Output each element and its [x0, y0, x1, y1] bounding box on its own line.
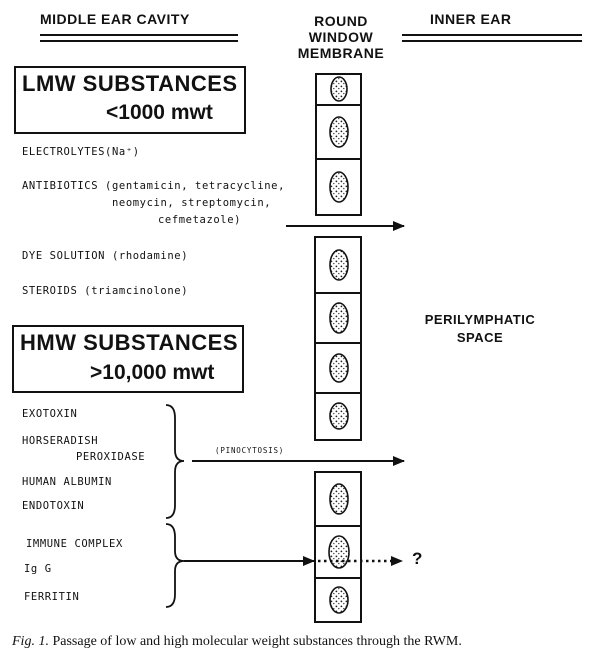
lmw-item-antibiotics-line-1: ANTIBIOTICS (gentamicin, tetracycline,	[22, 180, 286, 192]
hmw-lower-bracket	[165, 523, 185, 608]
hmw-item-peroxidase: PEROXIDASE	[76, 451, 146, 463]
hmw-item-endotoxin: ENDOTOXIN	[22, 500, 85, 512]
hmw-item-human-albumin: HUMAN ALBUMIN	[22, 476, 112, 488]
rwm-heading-line-2: WINDOW	[308, 29, 374, 45]
rwm-heading-line-3: MEMBRANE	[297, 45, 385, 61]
hmw-item-exotoxin: EXOTOXIN	[22, 408, 78, 420]
rwm-cell-column-top	[315, 73, 362, 216]
cell-nucleus	[329, 302, 349, 334]
cell-nucleus	[329, 483, 349, 515]
figure-caption: Fig. 1. Passage of low and high molecula…	[12, 634, 462, 650]
lmw-box-subtitle: <1000 mwt	[106, 101, 213, 124]
hmw-item-immune-complex: IMMUNE COMPLEX	[26, 538, 123, 550]
rwm-cell-nuclei	[328, 76, 350, 614]
lmw-item-steroids: STEROIDS (triamcinolone)	[22, 285, 189, 297]
lmw-item-antibiotics-line-2: neomycin, streptomycin,	[112, 197, 272, 209]
hmw-item-ferritin: FERRITIN	[24, 591, 80, 603]
cell-nucleus	[328, 535, 350, 569]
pinocytosis-label: (PINOCYTOSIS)	[215, 446, 285, 455]
figure-caption-text: Passage of low and high molecular weight…	[48, 634, 462, 649]
perilymphatic-space-label-line-2: SPACE	[456, 330, 504, 345]
question-mark: ?	[412, 549, 423, 568]
hmw-upper-bracket	[165, 404, 185, 519]
lmw-box-title: LMW SUBSTANCES	[22, 71, 238, 96]
lmw-item-antibiotics-line-3: cefmetazole)	[158, 214, 242, 226]
rwm-heading-line-1: ROUND	[314, 13, 368, 29]
hmw-item-horseradish: HORSERADISH	[22, 435, 99, 447]
middle-ear-heading-underline	[40, 34, 238, 42]
hmw-substances-box: HMW SUBSTANCES >10,000 mwt	[12, 325, 244, 393]
lmw-substances-box: LMW SUBSTANCES <1000 mwt	[14, 66, 246, 134]
cell-nucleus	[329, 249, 349, 281]
hmw-item-igg: Ig G	[24, 563, 52, 575]
perilymphatic-space-label-line-1: PERILYMPHATIC	[424, 312, 536, 327]
inner-ear-heading-underline	[402, 34, 582, 42]
inner-ear-heading: INNER EAR	[430, 11, 512, 27]
cell-nucleus	[329, 353, 349, 383]
cell-nucleus	[329, 586, 349, 614]
hmw-box-title: HMW SUBSTANCES	[20, 330, 239, 355]
lmw-item-dye-solution: DYE SOLUTION (rhodamine)	[22, 250, 189, 262]
figure-caption-label: Fig. 1.	[12, 634, 49, 649]
lmw-item-electrolytes: ELECTROLYTES(Na⁺)	[22, 146, 140, 158]
hmw-box-subtitle: >10,000 mwt	[90, 361, 215, 384]
middle-ear-cavity-heading: MIDDLE EAR CAVITY	[40, 11, 190, 27]
cell-nucleus	[329, 402, 349, 430]
cell-nucleus	[330, 76, 348, 102]
cell-nucleus	[329, 116, 349, 148]
rwm-cell-column-bottom	[314, 471, 362, 623]
rwm-cell-column-middle	[314, 236, 362, 441]
cell-nucleus	[329, 171, 349, 203]
